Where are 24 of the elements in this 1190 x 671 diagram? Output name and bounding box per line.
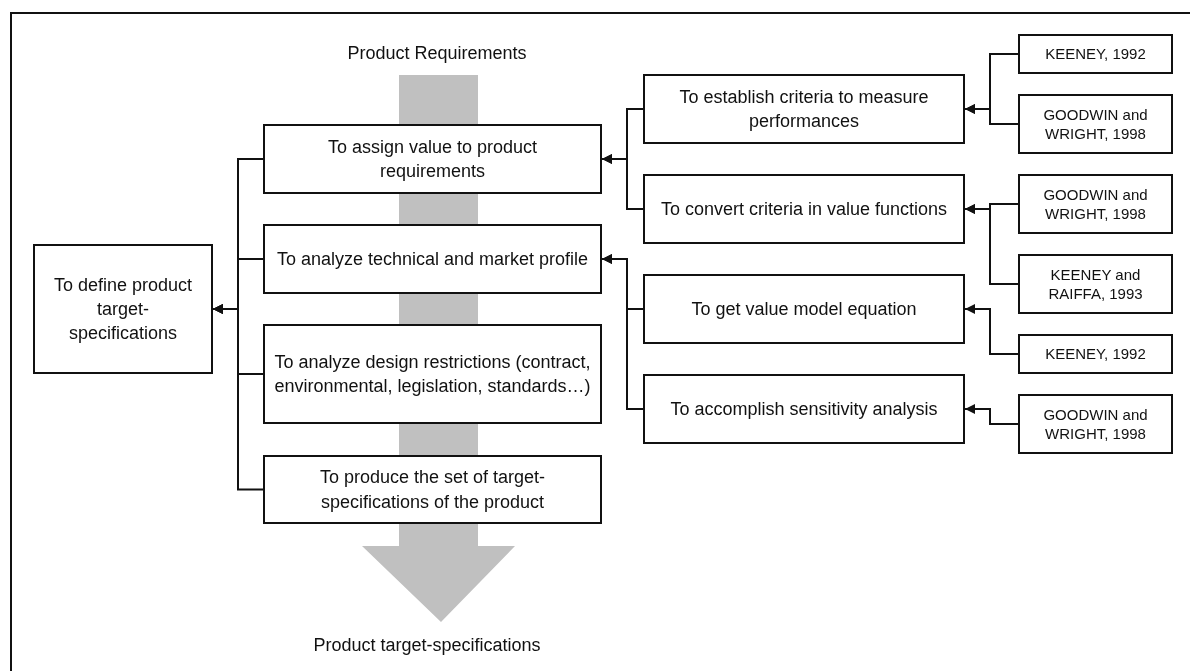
flow-label: Product Requirements	[347, 43, 527, 64]
connector-arrow	[601, 254, 644, 410]
process-box: To define product target-specifications	[33, 244, 213, 374]
process-box: To get value model equation	[643, 274, 965, 344]
connector-arrow	[964, 304, 1019, 355]
connector-arrow	[964, 104, 1019, 125]
connector-arrow	[964, 404, 1019, 425]
process-box: To analyze technical and market profile	[263, 224, 602, 294]
reference-box: KEENEY, 1992	[1018, 334, 1173, 374]
reference-box: GOODWIN and WRIGHT, 1998	[1018, 94, 1173, 154]
process-box: To analyze design restrictions (contract, environmental, legislation, standards…)	[263, 324, 602, 424]
connector-arrow	[212, 304, 264, 491]
reference-box: GOODWIN and WRIGHT, 1998	[1018, 174, 1173, 234]
connector-arrow	[601, 154, 644, 210]
process-box: To convert criteria in value functions	[643, 174, 965, 244]
process-box: To accomplish sensitivity analysis	[643, 374, 965, 444]
reference-box: GOODWIN and WRIGHT, 1998	[1018, 394, 1173, 454]
process-box: To produce the set of target-specifications of the product	[263, 455, 602, 524]
process-box: To assign value to product requirements	[263, 124, 602, 194]
reference-box: KEENEY and RAIFFA, 1993	[1018, 254, 1173, 314]
reference-box: KEENEY, 1992	[1018, 34, 1173, 74]
flow-label: Product target-specifications	[313, 635, 541, 656]
process-box: To establish criteria to measure performances	[643, 74, 965, 144]
connector-arrow	[964, 204, 1019, 285]
